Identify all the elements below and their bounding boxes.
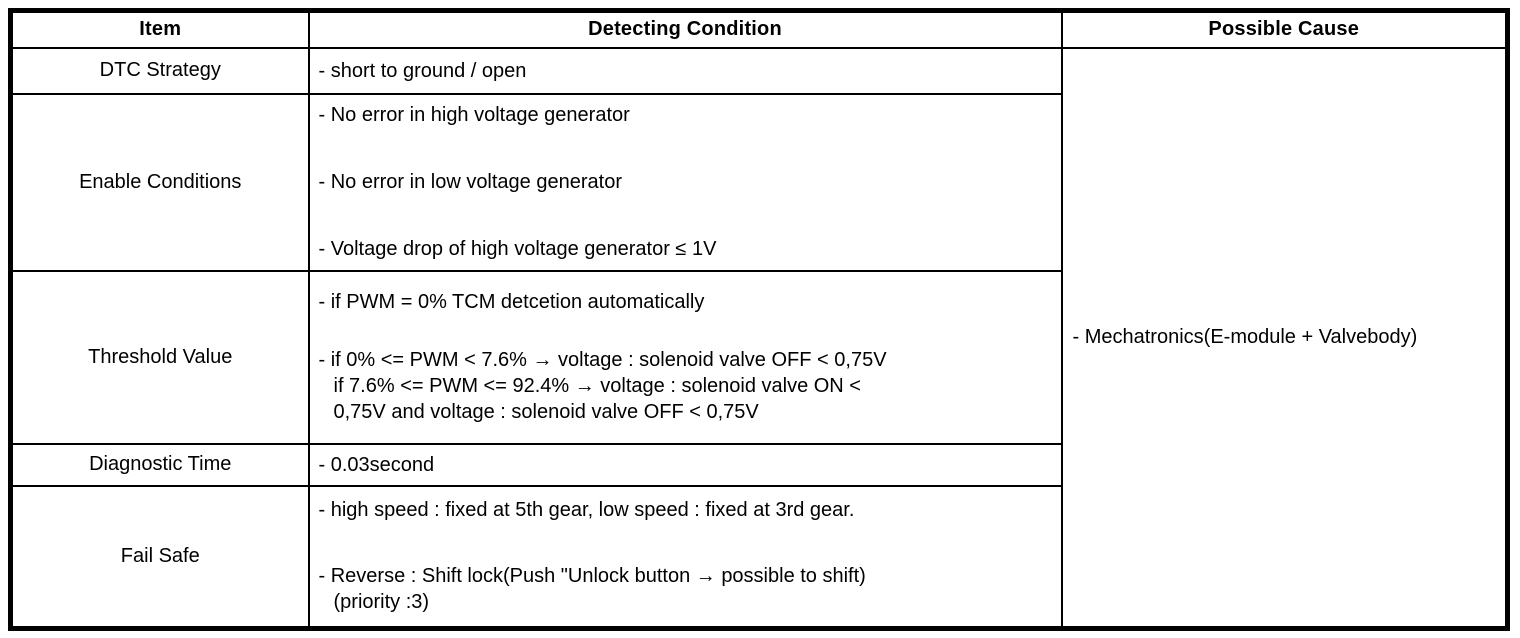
- item-enable-conditions: Enable Conditions: [9, 92, 310, 272]
- condition-line: - Voltage drop of high voltage generator…: [318, 238, 717, 260]
- item-dtc-strategy: DTC Strategy: [9, 46, 310, 95]
- condition-line: - if PWM = 0% TCM detcetion automaticall…: [318, 291, 705, 313]
- condition-diagnostic-time: - 0.03second: [307, 442, 1063, 487]
- item-threshold-value: Threshold Value: [9, 269, 310, 445]
- possible-cause-cell: - Mechatronics(E-module + Valvebody): [1060, 46, 1509, 630]
- condition-line: - short to ground / open: [318, 59, 527, 82]
- row-enable-conditions: Enable Conditions - No error in high vol…: [9, 92, 1508, 272]
- dtc-detecting-condition-table: Item Detecting Condition Possible Cause …: [8, 8, 1510, 631]
- condition-line: - if 0% <= PWM < 7.6% → voltage : soleno…: [318, 349, 887, 371]
- condition-line: - high speed : fixed at 5th gear, low sp…: [318, 499, 855, 522]
- row-threshold-value: Threshold Value - if PWM = 0% TCM detcet…: [9, 269, 1508, 445]
- condition-line: - No error in low voltage generator: [318, 171, 622, 193]
- header-item: Item: [9, 9, 310, 49]
- condition-dtc-strategy: - short to ground / open: [307, 46, 1063, 95]
- condition-fail-safe: - high speed : fixed at 5th gear, low sp…: [307, 484, 1063, 630]
- row-diagnostic-time: Diagnostic Time - 0.03second: [9, 442, 1508, 487]
- header-row: Item Detecting Condition Possible Cause: [9, 9, 1509, 49]
- item-fail-safe: Fail Safe: [9, 484, 310, 630]
- possible-cause-text: - Mechatronics(E-module + Valvebody): [1072, 326, 1418, 349]
- condition-line: 0,75V and voltage : solenoid valve OFF <…: [333, 401, 759, 423]
- header-detecting-condition: Detecting Condition: [307, 9, 1063, 49]
- row-dtc-strategy: DTC Strategy - short to ground / open - …: [9, 46, 1509, 630]
- condition-line: (priority :3): [333, 591, 430, 614]
- row-fail-safe: Fail Safe - high speed : fixed at 5th ge…: [9, 484, 1508, 630]
- condition-enable-conditions: - No error in high voltage generator - N…: [307, 92, 1063, 272]
- condition-line: - 0.03second: [318, 453, 435, 476]
- item-diagnostic-time: Diagnostic Time: [9, 442, 310, 487]
- header-possible-cause: Possible Cause: [1060, 9, 1509, 49]
- condition-line: - No error in high voltage generator: [318, 104, 630, 126]
- condition-line: if 7.6% <= PWM <= 92.4% → voltage : sole…: [333, 375, 862, 397]
- condition-threshold-value: - if PWM = 0% TCM detcetion automaticall…: [307, 269, 1063, 445]
- condition-line: - Reverse : Shift lock(Push "Unlock butt…: [318, 565, 866, 588]
